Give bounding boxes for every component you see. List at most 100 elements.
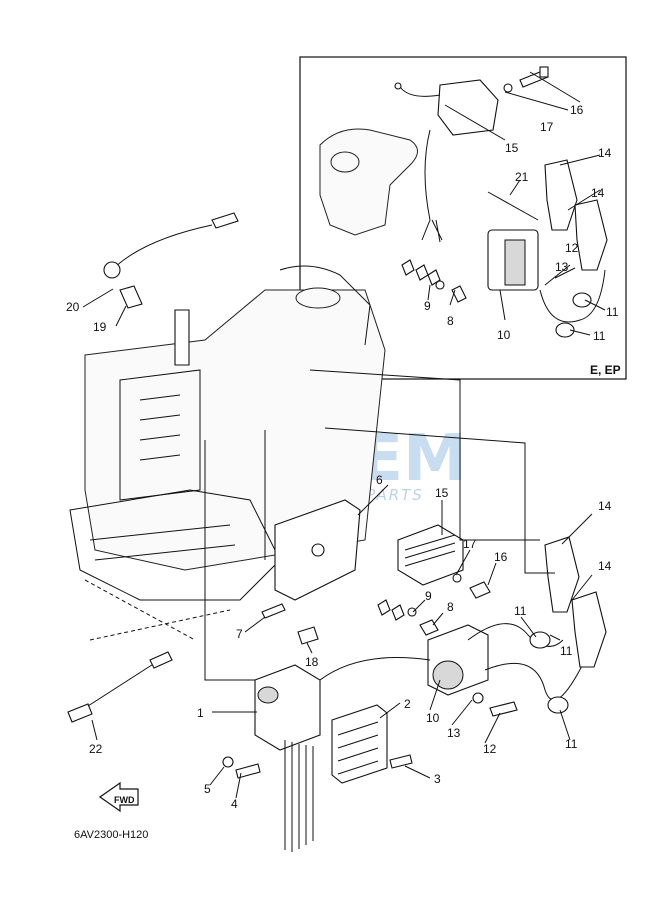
washer-5 [222, 756, 234, 768]
sensor-switch [119, 285, 143, 309]
exploded-dash-lines [84, 579, 231, 641]
cdi-unit-mount [257, 686, 279, 704]
inset-bracket [319, 128, 418, 236]
inset-callout-21: 21 [515, 170, 529, 184]
cdi-harness [284, 740, 314, 852]
rectifier-fins [404, 534, 456, 567]
inset-panel: E, EP [299, 56, 627, 380]
plug-lead-upper [467, 623, 564, 647]
callout-11c: 11 [565, 737, 578, 751]
engine-block [69, 212, 386, 601]
engine-head [279, 265, 371, 346]
callout-9: 9 [425, 589, 432, 603]
leader-lines [82, 288, 593, 799]
inset-plug-cap-lower [574, 199, 608, 271]
callout-10: 10 [426, 711, 440, 725]
rectifier-regulator [397, 524, 464, 586]
inset-callout-10: 10 [497, 328, 511, 342]
sensor-body [103, 261, 121, 279]
callout-4: 4 [231, 797, 238, 811]
bolt-12 [489, 701, 518, 717]
callout-6: 6 [376, 473, 383, 487]
inset-callout-16: 16 [570, 103, 584, 117]
inset-terminals [401, 259, 441, 286]
inset-washer-17 [503, 83, 513, 93]
inset-grommet-b [572, 292, 592, 308]
inset-wire-terminal [394, 82, 402, 90]
engine-port [295, 287, 341, 309]
fwd-arrow-icon [98, 781, 139, 813]
callout-1: 1 [197, 706, 204, 720]
cdi-unit [254, 664, 321, 751]
main-parts [67, 369, 607, 852]
inset-bolt-8 [451, 285, 467, 303]
inset-callout-12: 12 [565, 241, 579, 255]
fwd-label: FWD [114, 795, 135, 805]
callout-2: 2 [404, 697, 411, 711]
callout-14b: 14 [598, 559, 612, 573]
callout-14a: 14 [598, 499, 612, 513]
inset-callout-15: 15 [505, 141, 519, 155]
callout-18: 18 [305, 655, 319, 669]
engine-lower [69, 489, 281, 601]
callout-labels: 1 2 3 4 5 6 7 8 9 10 11 11 11 12 13 14 1… [66, 300, 612, 811]
inset-callout-11a: 11 [606, 305, 619, 319]
washer-17 [452, 573, 462, 583]
washer-9 [407, 607, 417, 617]
inset-cable-tie [487, 191, 539, 221]
plug-cap-lower [571, 591, 607, 668]
inset-callout-9: 9 [424, 299, 431, 313]
engine-lower-ribs [89, 524, 236, 561]
spark-plug [174, 309, 190, 366]
inset-cdi-wire [399, 86, 441, 97]
sensor-lead [111, 224, 213, 271]
screw-18 [297, 626, 319, 645]
sensor-lead-22-plug [149, 651, 173, 669]
terminals [377, 599, 405, 621]
callout-11b: 11 [560, 644, 573, 658]
inset-callout-14b: 14 [591, 186, 605, 200]
inset-callout-11b: 11 [593, 329, 606, 343]
callout-8: 8 [447, 600, 454, 614]
sensor-lead-22-wire [87, 660, 159, 707]
cdi-coil-wire [319, 657, 431, 681]
callout-19: 19 [93, 320, 107, 334]
inset-callout-13: 13 [555, 260, 569, 274]
inset-coil-core [504, 239, 526, 286]
callout-11a: 11 [514, 604, 527, 618]
inset-bracket-hole [330, 151, 360, 173]
inset-border [299, 56, 627, 380]
washer-13 [472, 692, 484, 704]
inset-bolt-16-head [539, 66, 549, 78]
inset-plug-lead [539, 269, 606, 323]
bolt-7 [261, 603, 286, 619]
bolt-16 [469, 581, 491, 599]
callout-12: 12 [483, 742, 497, 756]
engine-fins [139, 394, 181, 461]
callout-5: 5 [204, 782, 211, 796]
engine-body [84, 289, 386, 571]
connector-slots [337, 721, 379, 775]
assembly-reference-lines [204, 369, 555, 681]
callout-22: 22 [89, 742, 103, 756]
callout-15: 15 [435, 486, 449, 500]
callout-17: 17 [463, 537, 477, 551]
callout-7: 7 [236, 627, 243, 641]
screw-3 [389, 754, 413, 769]
sensor-lead-plug [211, 212, 239, 229]
diagram-code: 6AV2300-H120 [74, 829, 148, 841]
engine-cylinder [119, 369, 201, 501]
grommet-b [547, 696, 569, 714]
inset-callout-labels: 16 17 15 14 14 21 12 13 11 11 10 9 8 [424, 103, 619, 343]
inset-grommet-a [555, 322, 575, 338]
ignition-coil-core [432, 660, 464, 690]
inset-variant-label: E, EP [590, 363, 621, 377]
inset-leader-lines [427, 71, 606, 336]
callout-20: 20 [66, 300, 80, 314]
inset-washer-9 [435, 280, 445, 290]
inset-cdi-unit [437, 79, 499, 136]
callout-16: 16 [494, 550, 508, 564]
wire-connector [331, 704, 388, 784]
bolt-4 [235, 763, 261, 779]
grommet-a [529, 631, 551, 649]
